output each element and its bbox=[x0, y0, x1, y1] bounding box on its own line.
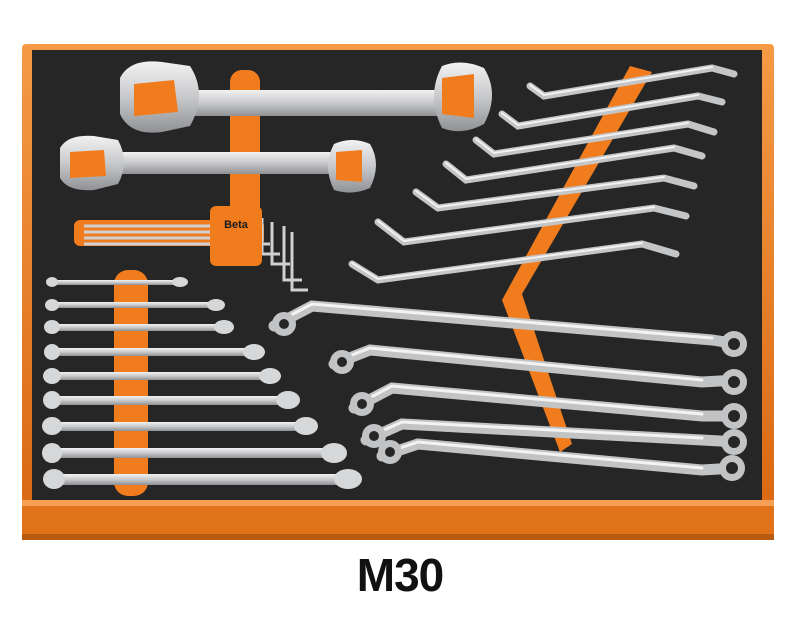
combination-wrenches bbox=[42, 277, 362, 489]
product-code: M30 bbox=[356, 549, 444, 601]
hex-key-set: Beta bbox=[74, 206, 308, 292]
tool-tray: Beta bbox=[22, 44, 774, 540]
offset-ring-wrenches-upper bbox=[348, 64, 738, 284]
tool-tray-illustration: Beta bbox=[22, 44, 774, 540]
brand-mark: Beta bbox=[224, 219, 249, 231]
double-open-end-wrench-large bbox=[120, 61, 492, 133]
double-open-end-wrench-small bbox=[60, 135, 376, 193]
offset-ring-wrenches-lower bbox=[268, 300, 747, 481]
tray-front-lip bbox=[22, 500, 774, 540]
orange-strip-right bbox=[502, 66, 652, 452]
